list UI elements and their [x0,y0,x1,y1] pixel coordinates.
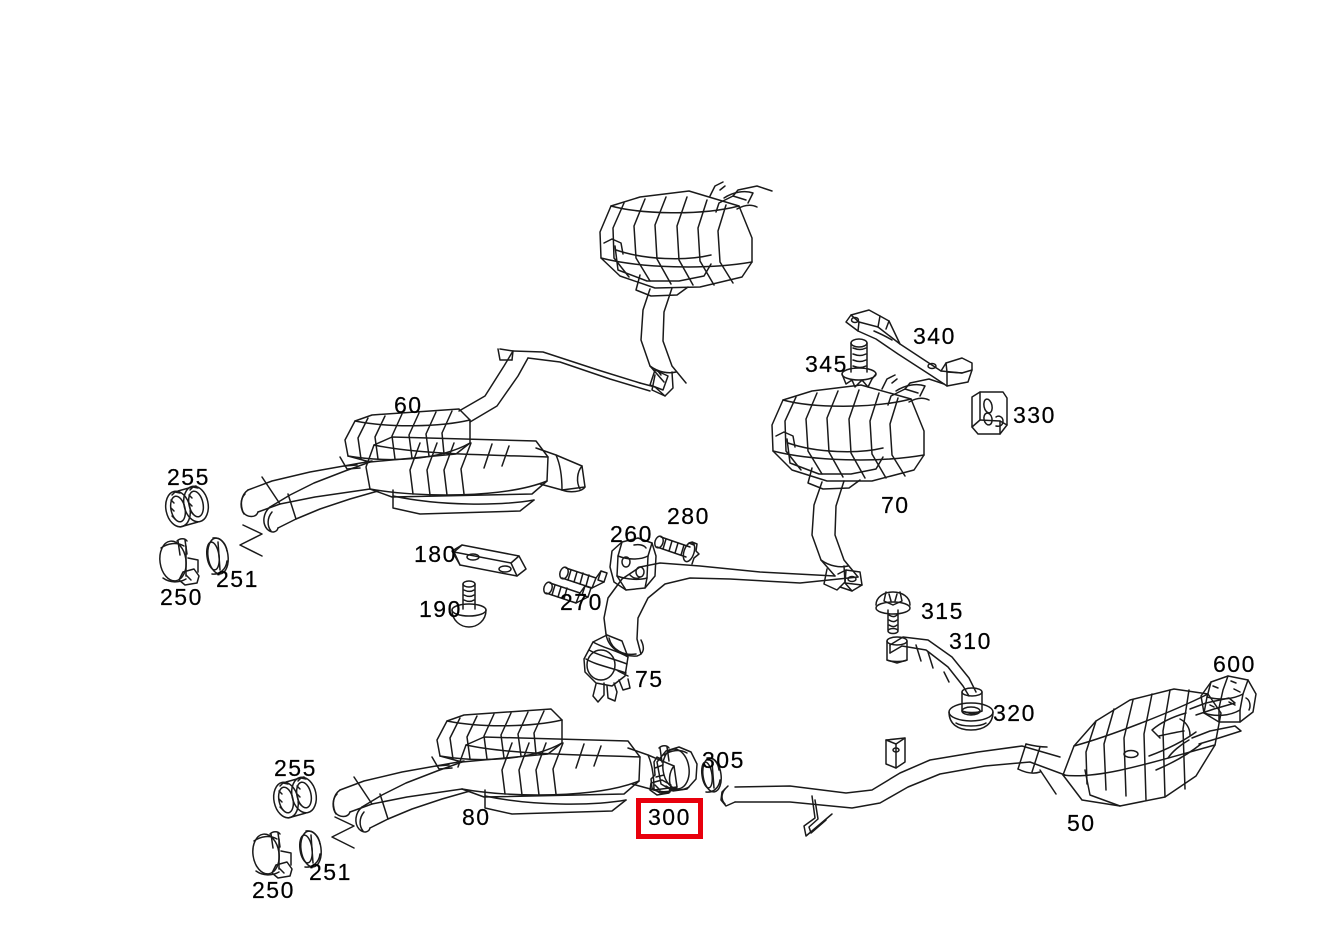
part-callout-255: 255 [167,464,210,490]
part-callout-180: 180 [414,541,457,567]
part-callout-250: 250 [252,877,295,903]
leader-251-upper [239,524,263,557]
muffler-50 [1062,688,1242,807]
bracket-310 [886,636,983,715]
clip-345 [841,338,877,388]
rear-pipe [720,737,1066,837]
muffler-70 [771,374,945,591]
ring-305 [700,757,722,793]
part-callout-320: 320 [993,700,1036,726]
part-callout-330: 330 [1013,402,1056,428]
part-callout-300[interactable]: 300 [636,798,703,839]
muffler-60 [240,348,669,533]
part-callout-75: 75 [635,666,664,692]
part-callout-260: 260 [610,521,653,547]
part-callout-80: 80 [462,804,491,830]
part-callout-600: 600 [1213,651,1256,677]
bolt-280 [654,535,700,565]
clamp-300 [649,745,698,796]
part-callout-60: 60 [394,392,423,418]
part-callout-345: 345 [805,351,848,377]
pipe-center [603,562,863,657]
part-callout-250: 250 [160,584,203,610]
part-callout-255: 255 [274,755,317,781]
rubber-hanger-260 [609,537,657,591]
bolt-315 [875,591,911,635]
bracket-340 [845,309,973,387]
ring-251-lower [298,830,322,868]
part-callout-315: 315 [921,598,964,624]
part-callout-280: 280 [667,503,710,529]
part-callout-50: 50 [1067,810,1096,836]
part-callout-190: 190 [419,596,462,622]
bolt-190 [451,580,487,628]
muffler-80 [332,708,678,833]
part-callout-340: 340 [913,323,956,349]
clamp-250-lower [252,831,293,879]
part-callout-270: 270 [560,589,603,615]
muffler-top [599,181,773,397]
part-callout-305: 305 [702,747,745,773]
mount-330 [971,391,1008,435]
clamp-250-upper [159,538,200,586]
flex-coupling-75 [583,634,631,703]
part-callout-70: 70 [881,492,910,518]
ring-251-upper [205,537,229,575]
part-callout-251: 251 [309,859,352,885]
part-callout-251: 251 [216,566,259,592]
hanger-600 [1200,675,1257,723]
part-callout-310: 310 [949,628,992,654]
grommet-320 [948,702,994,731]
bolts-270 [543,566,608,604]
seal-255-lower [272,776,318,819]
seal-255-upper [164,485,210,528]
leader-251-lower [331,816,355,849]
bracket-180 [451,544,527,577]
